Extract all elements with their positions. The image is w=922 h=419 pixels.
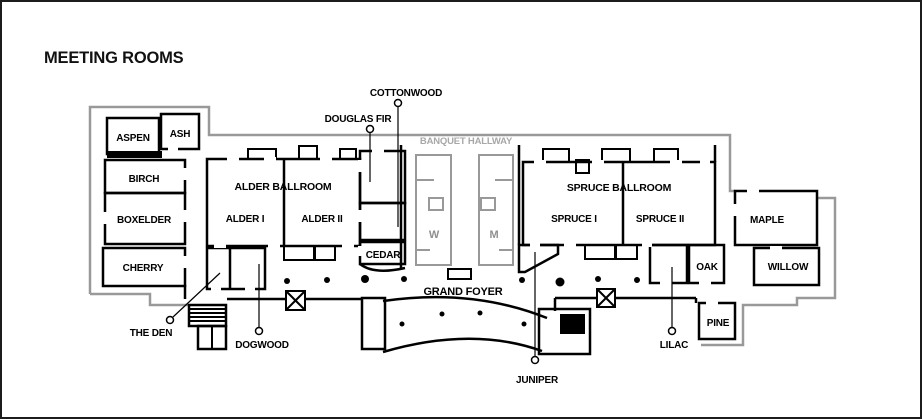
label-alder-ballroom: ALDER BALLROOM: [235, 181, 332, 193]
outer-boundary: [88, 105, 837, 347]
label-dogwood: DOGWOOD: [235, 340, 289, 351]
label-cottonwood: COTTONWOOD: [370, 88, 442, 99]
label-alder2: ALDER II: [301, 214, 343, 225]
label-spruce-ballroom: SPRUCE BALLROOM: [567, 182, 672, 194]
stairwell-symbol: [187, 303, 228, 351]
escalator-block-symbol: [560, 314, 585, 334]
label-grand-foyer: GRAND FOYER: [423, 286, 502, 298]
label-banquet-hallway: BANQUET HALLWAY: [420, 136, 513, 147]
label-oak: OAK: [696, 262, 719, 273]
label-boxelder: BOXELDER: [117, 215, 172, 226]
label-restroom-men: M: [490, 229, 499, 241]
restroom-core: [415, 154, 514, 266]
label-cherry: CHERRY: [123, 263, 164, 274]
label-maple: MAPLE: [750, 215, 785, 226]
label-spruce1: SPRUCE I: [551, 214, 597, 225]
label-alder1: ALDER I: [226, 214, 265, 225]
label-the-den: THE DEN: [130, 328, 173, 339]
room-willow: [752, 246, 821, 287]
foyer-desk: [447, 268, 472, 280]
label-restroom-women: W: [429, 229, 440, 241]
label-aspen: ASPEN: [116, 133, 149, 144]
label-birch: BIRCH: [129, 174, 160, 185]
room-spruce-ballroom: [521, 160, 717, 247]
foyer-columns: [284, 275, 640, 327]
room-maple: [733, 189, 819, 247]
area-labels: BANQUET HALLWAY GRAND FOYER W M: [420, 136, 513, 298]
x-box-symbol-right: [596, 288, 616, 308]
room-den-dogwood: [205, 246, 267, 291]
label-spruce2: SPRUCE II: [636, 214, 685, 225]
callout-labels: COTTONWOOD DOUGLAS FIR THE DEN DOGWOOD J…: [130, 88, 689, 386]
room-labels: ASPEN ASH BIRCH BOXELDER CHERRY ALDER BA…: [116, 129, 809, 329]
room-juniper: [517, 243, 560, 274]
door-gaps: [103, 147, 782, 305]
room-ash: [159, 112, 201, 151]
label-pine: PINE: [707, 318, 730, 329]
label-lilac: LILAC: [660, 340, 688, 351]
callout-leaders: [165, 98, 677, 365]
label-ash: ASH: [170, 129, 191, 140]
foyer-curve: [360, 295, 592, 356]
label-douglas-fir: DOUGLAS FIR: [325, 114, 393, 125]
label-cedar: CEDAR: [366, 250, 402, 261]
corridor-walls: [227, 296, 698, 311]
page-title: MEETING ROOMS: [44, 48, 184, 67]
room-lilac: [648, 243, 689, 285]
x-box-symbol-left: [285, 290, 306, 311]
label-willow: WILLOW: [768, 262, 809, 273]
label-juniper: JUNIPER: [516, 375, 559, 386]
